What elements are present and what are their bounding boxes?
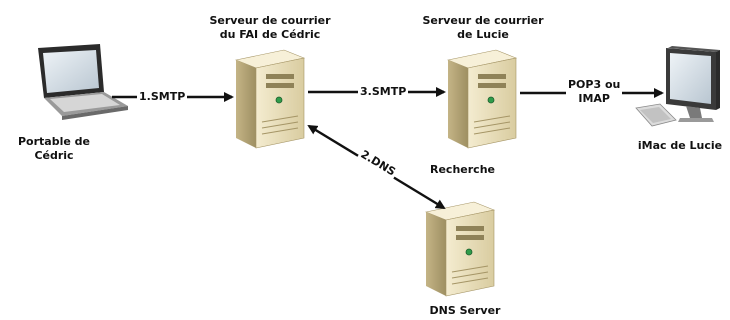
lucie-server-label-line2: de Lucie [457,28,509,41]
isp-server-label-line2: du FAI de Cédric [219,28,321,41]
isp-server-icon [234,49,306,149]
edge-label-smtp1: 1.SMTP [137,90,188,103]
dns-server-icon [424,201,496,297]
laptop-label-line2: Cédric [34,149,74,162]
laptop-icon [38,44,128,120]
dns-server-label: DNS Server [429,304,501,317]
lucie-server-label-line1: Serveur de courrier [422,14,544,27]
edge-label-pop3-line2: IMAP [578,92,610,105]
lookup-label: Recherche [430,163,495,176]
edge-label-pop3: POP3 ou IMAP [566,78,623,106]
isp-server-label-line1: Serveur de courrier [209,14,331,27]
lucie-server-icon [446,49,518,149]
edge-label-smtp3: 3.SMTP [358,85,409,98]
lucie-server-label: Serveur de courrier de Lucie [418,14,548,42]
isp-server-label: Serveur de courrier du FAI de Cédric [198,14,342,42]
imac-label: iMac de Lucie [637,139,723,152]
imac-icon [635,46,720,127]
edge-label-pop3-line1: POP3 ou [568,78,621,91]
laptop-label-line1: Portable de [18,135,90,148]
laptop-label: Portable de Cédric [6,135,102,163]
